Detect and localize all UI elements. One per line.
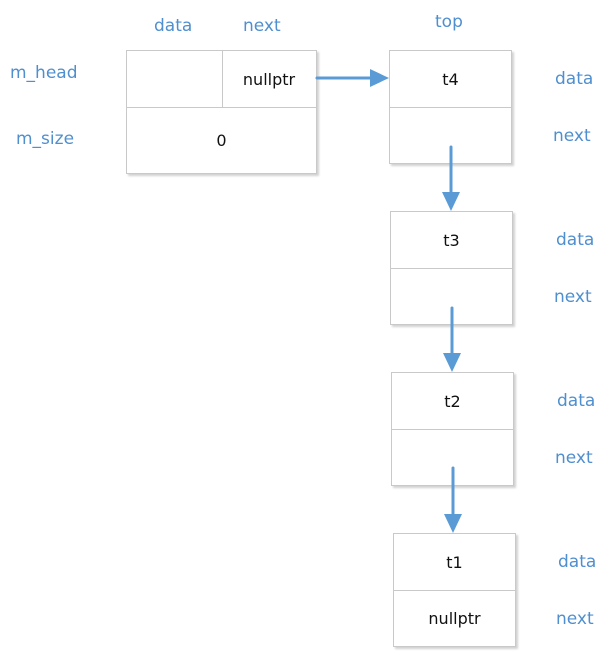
head-struct-row-divider xyxy=(127,107,316,108)
t2-to-t1-arrowhead xyxy=(444,514,462,533)
node-data-label: data xyxy=(557,391,596,411)
node-data-cell: t4 xyxy=(442,69,459,89)
top-label: top xyxy=(435,12,463,32)
head-col-data-label: data xyxy=(154,16,193,36)
node-data-cell: t1 xyxy=(446,552,463,572)
node-data-label: data xyxy=(558,552,597,572)
stack-node: t4 xyxy=(389,50,512,164)
node-divider xyxy=(391,268,512,269)
node-divider xyxy=(392,429,513,430)
head-col-next-label: next xyxy=(243,16,281,36)
head-to-top-arrowhead xyxy=(370,69,389,87)
m-size-label: m_size xyxy=(16,129,75,149)
node-data-cell: t3 xyxy=(443,230,460,250)
node-next-label: next xyxy=(553,126,591,146)
node-divider xyxy=(394,590,515,591)
head-struct-col-divider xyxy=(222,51,223,107)
head-struct-box: nullptr 0 xyxy=(126,50,317,174)
node-next-label: next xyxy=(556,609,594,629)
node-data-label: data xyxy=(555,69,594,89)
node-data-cell: t2 xyxy=(444,391,461,411)
node-next-cell: nullptr xyxy=(428,609,481,628)
t4-to-t3-arrowhead xyxy=(442,192,460,211)
head-next-cell: nullptr xyxy=(242,69,296,89)
size-value-cell: 0 xyxy=(216,131,227,150)
node-next-label: next xyxy=(555,448,593,468)
stack-node: t1 nullptr xyxy=(393,533,516,647)
m-head-label: m_head xyxy=(10,63,78,83)
node-next-label: next xyxy=(554,287,592,307)
t3-to-t2-arrowhead xyxy=(443,353,461,372)
node-data-label: data xyxy=(556,230,595,250)
node-divider xyxy=(390,107,511,108)
